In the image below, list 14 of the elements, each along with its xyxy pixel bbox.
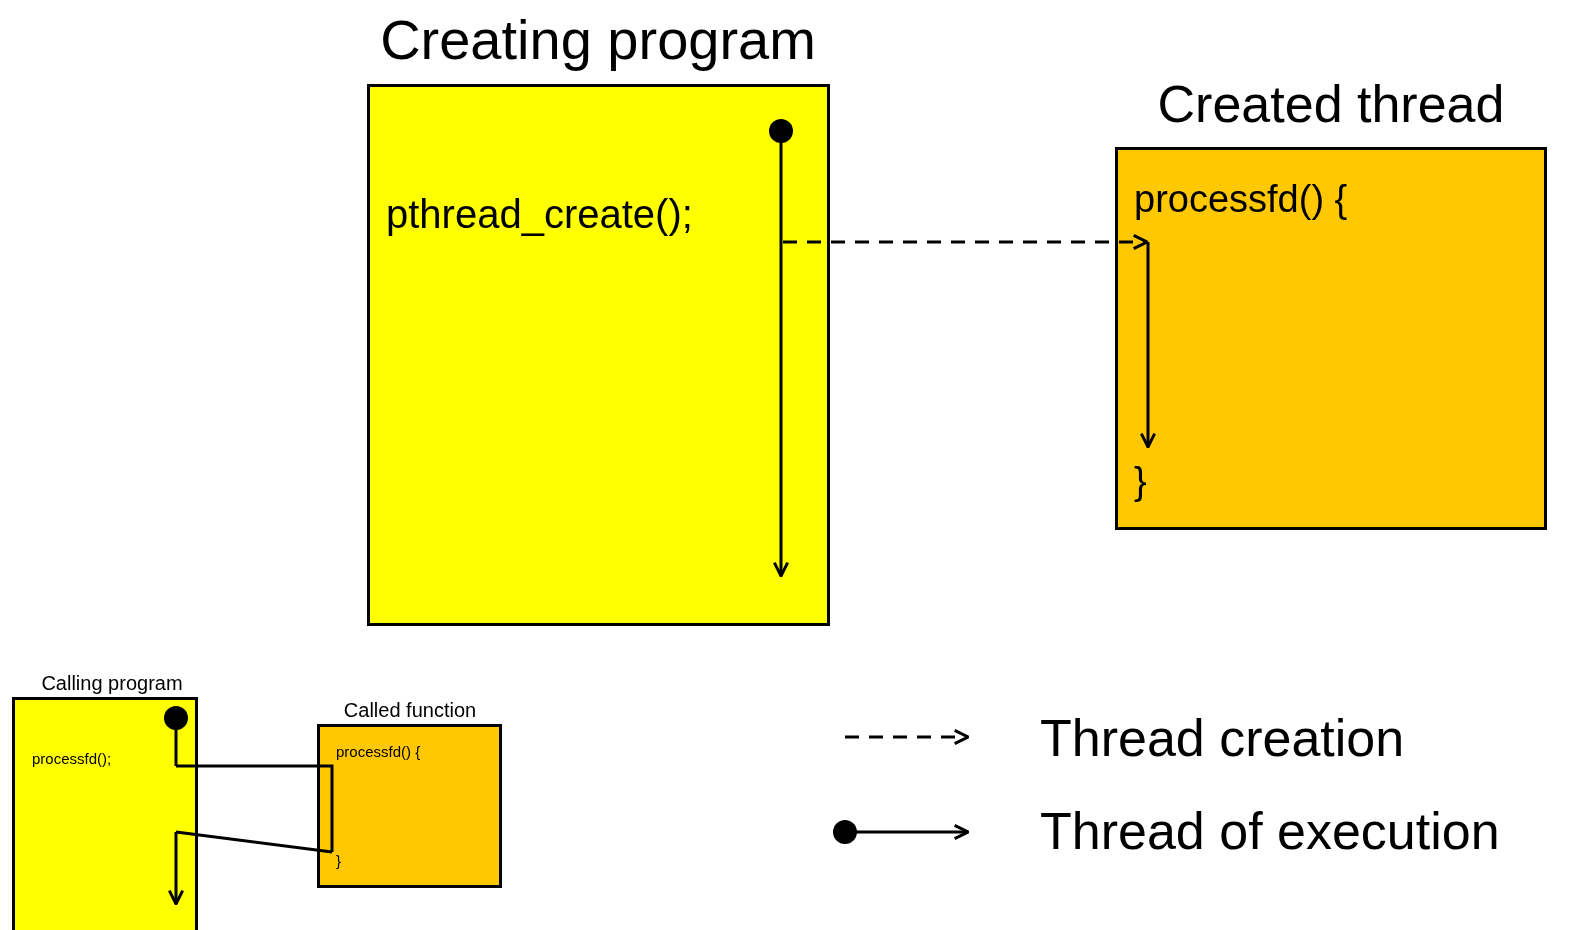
box-heading: Created thread [1157, 78, 1505, 130]
code-text: } [336, 853, 341, 868]
box-heading: Calling program [41, 673, 183, 693]
code-text: pthread_create(); [386, 194, 693, 234]
code-text: processfd() { [336, 744, 421, 759]
box-heading: Called function [343, 700, 477, 720]
legend-text: Thread creation [1040, 712, 1405, 764]
call-line [176, 764, 334, 852]
legend-text: Thread of execution [1040, 805, 1500, 857]
code-text: } [1134, 462, 1147, 500]
call-line [175, 830, 333, 854]
dashed-arrow [783, 233, 1149, 251]
code-text: processfd(); [32, 751, 112, 766]
code-text: processfd() { [1134, 180, 1348, 218]
